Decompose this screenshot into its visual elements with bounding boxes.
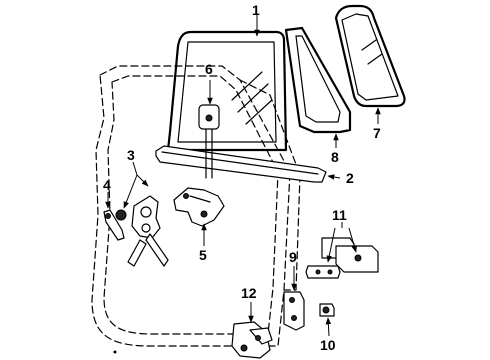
callout-1: 1 [252,2,260,18]
callout-3: 3 [127,147,135,163]
callout-8: 8 [331,149,339,165]
regulator-handle [103,209,125,241]
door-hinge-upper [305,237,379,279]
glass-regulator-guide [198,104,220,179]
quarter-glass [334,4,406,108]
door-hinge-lower [231,321,273,359]
callout-9: 9 [289,249,297,265]
stray-dot [113,350,117,354]
callout-12: 12 [241,285,257,301]
callout-10: 10 [320,337,336,353]
door-glass [166,30,288,152]
callout-11: 11 [332,207,347,223]
hinge-bracket [283,291,305,331]
belt-weatherstrip [155,145,327,183]
window-regulator [115,195,169,267]
vent-window-frame [284,26,352,134]
callout-2: 2 [346,170,354,186]
door-lock-actuator [173,187,225,227]
callout-labels: 1 2 3 4 5 6 7 8 9 10 11 12 [103,2,381,353]
callout-5: 5 [199,247,207,263]
callout-7: 7 [373,125,381,141]
callout-4: 4 [103,177,111,193]
hinge-pin [319,303,335,317]
callout-6: 6 [205,61,213,77]
leader-lines [105,14,381,337]
